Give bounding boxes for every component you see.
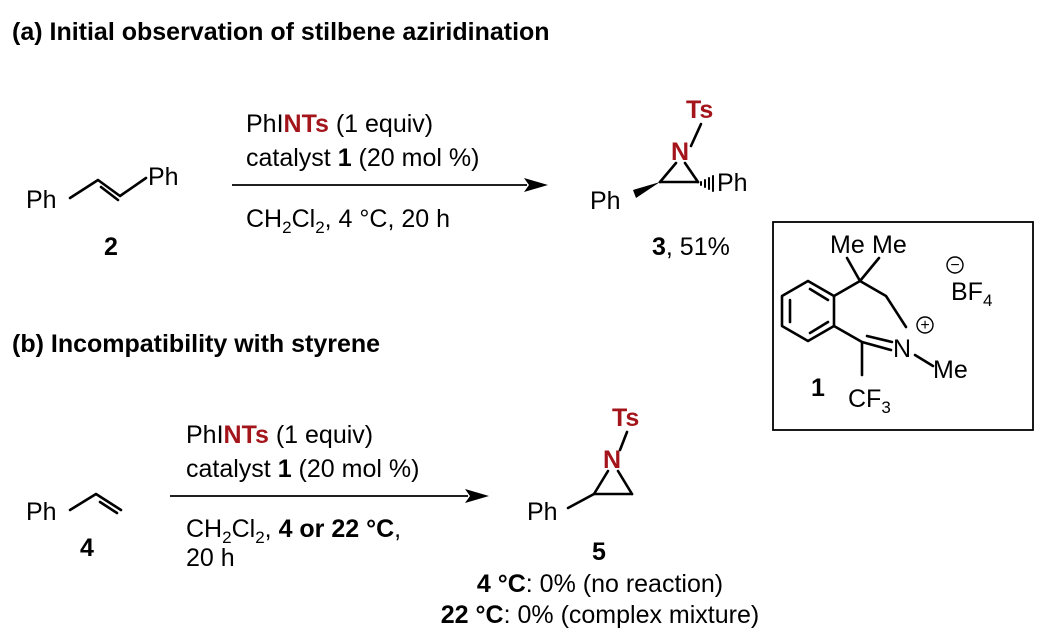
aziridine-bond-left-5	[592, 469, 610, 496]
section-b-heading: (b) Incompatibility with styrene	[12, 330, 380, 358]
stilbene-ph-right: Ph	[148, 163, 179, 191]
ph-label-5: Ph	[527, 498, 558, 526]
aziridine-bond-left-3	[658, 161, 678, 184]
hash-bond-3	[700, 175, 714, 192]
stilbene-structure: Ph Ph 2	[26, 163, 179, 261]
styrene-structure: Ph 4	[26, 492, 123, 562]
n-ts-bond-3	[689, 122, 703, 148]
arrow-head-b	[465, 489, 489, 503]
n-label-5: N	[603, 446, 621, 474]
n-label-3: N	[671, 138, 689, 166]
catalyst-label-1: 1	[811, 374, 825, 402]
me-bond-right	[858, 256, 881, 283]
n-methyl-label: Me	[933, 356, 968, 384]
ph-bond-5	[566, 492, 596, 510]
conditions-a: CH2Cl2, 4 °C, 20 h	[246, 205, 450, 237]
stilbene-double-bond	[99, 185, 120, 202]
time-b: 20 h	[186, 544, 235, 572]
methyl-label-2: Me	[872, 231, 907, 259]
iminium-n-label: N	[893, 335, 911, 363]
aziridine-3-structure: Ts N Ph Ph 3, 51%	[590, 96, 748, 261]
wedge-bond-3	[633, 182, 660, 198]
compound-label-2: 2	[104, 233, 118, 261]
ph-right-3: Ph	[717, 169, 748, 197]
reagent-a: PhINTs (1 equiv)	[246, 110, 433, 138]
n-ts-bond-5	[618, 430, 629, 452]
conditions-b: CH2Cl2, 4 or 22 °C,	[186, 515, 401, 547]
styrene-ph: Ph	[26, 498, 57, 526]
bf4-label: BF4	[951, 278, 992, 310]
stilbene-ph-left: Ph	[26, 186, 57, 214]
reagent-b: PhINTs (1 equiv)	[186, 421, 373, 449]
plus-charge-circle	[916, 316, 934, 334]
aziridine-bond-right-5	[616, 469, 634, 496]
reaction-arrow-a: PhINTs (1 equiv) catalyst 1 (20 mol %) C…	[232, 110, 548, 237]
minus-charge: −	[950, 257, 959, 274]
styrene-bonds	[68, 492, 123, 512]
compound-label-4: 4	[80, 534, 94, 562]
reaction-arrow-b: PhINTs (1 equiv) catalyst 1 (20 mol %) C…	[170, 421, 489, 572]
me-bond-left	[845, 256, 862, 283]
aziridine-5-structure: Ts N Ph 5	[527, 404, 639, 566]
cf3-label: CF3	[848, 385, 891, 417]
plus-charge: +	[920, 317, 929, 334]
n-methyl-bond	[913, 353, 935, 368]
catalyst-b: catalyst 1 (20 mol %)	[186, 455, 419, 483]
arrow-head-a	[524, 178, 548, 192]
aziridine-bond-right-3	[683, 161, 700, 184]
minus-charge-circle	[946, 256, 964, 274]
methyl-label-1: Me	[830, 231, 865, 259]
iminium-double-bond	[865, 334, 894, 344]
section-a-heading: (a) Initial observation of stilbene azir…	[12, 18, 550, 46]
product-label-3: 3, 51%	[652, 233, 730, 261]
result-22c: 22 °C: 0% (complex mixture)	[441, 601, 759, 629]
product-label-5: 5	[592, 538, 606, 566]
benzene-inner-bond-3	[808, 320, 830, 335]
catalyst-a: catalyst 1 (20 mol %)	[246, 144, 479, 172]
ts-label-5: Ts	[612, 404, 639, 432]
catalyst-frame	[772, 221, 1034, 431]
styrene-double-bond	[98, 500, 119, 515]
benzene-inner-bond-2	[808, 287, 830, 302]
catalyst-ring-top	[832, 279, 908, 329]
result-4c: 4 °C: 0% (no reaction)	[477, 570, 723, 598]
stilbene-bonds	[68, 176, 148, 200]
catalyst-1-box: Me Me N + Me CF3 1 − BF4	[772, 221, 1034, 431]
ph-left-3: Ph	[590, 187, 621, 215]
ts-label-3: Ts	[686, 96, 713, 124]
